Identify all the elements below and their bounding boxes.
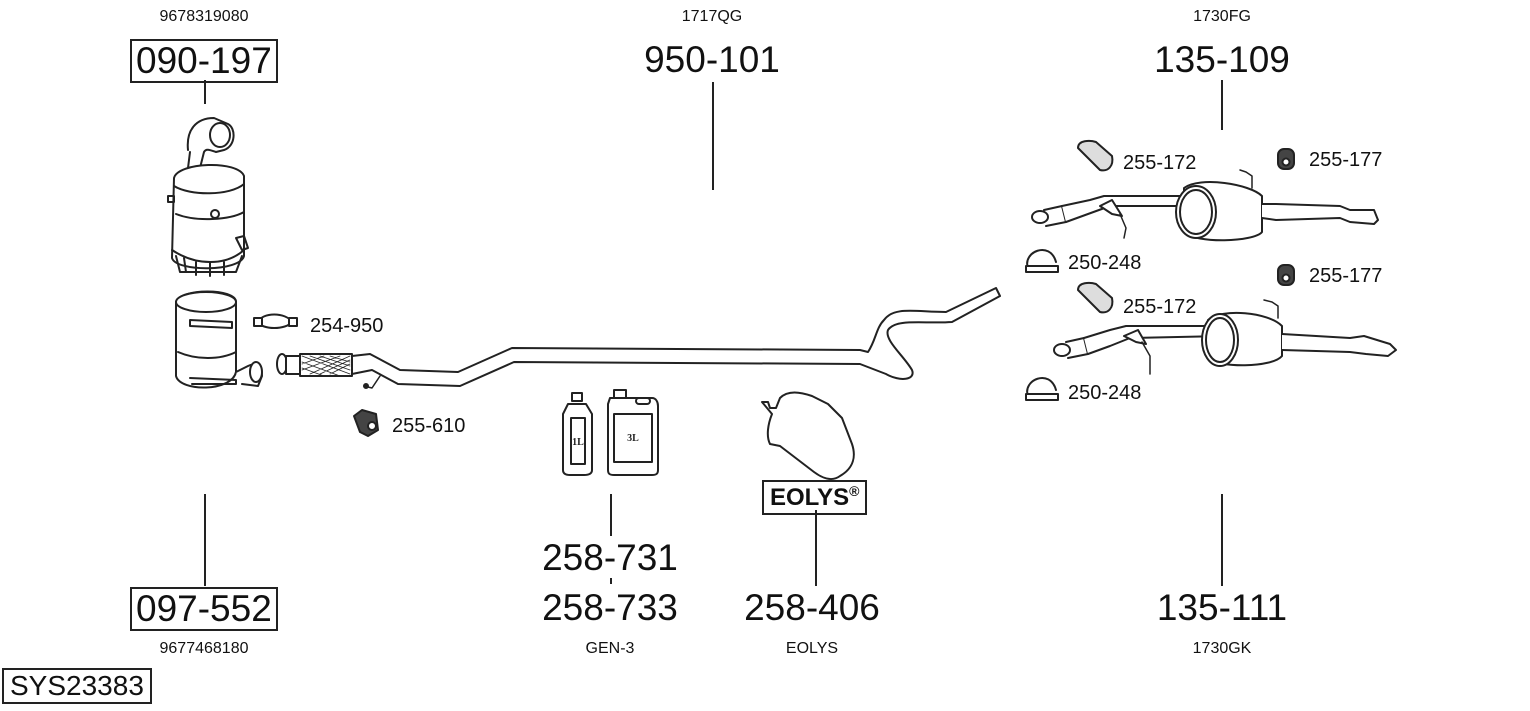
part-number-950-101[interactable]: 950-101: [644, 39, 780, 80]
accessory-255-172-bottom[interactable]: 255-172: [1123, 296, 1197, 318]
clamp-250-248-top-drawing: [1026, 250, 1058, 272]
system-id: SYS23383: [2, 668, 152, 705]
rear-silencer-bottom-drawing: [1054, 300, 1396, 374]
registered-mark: ®: [849, 483, 860, 499]
part-number-090-197[interactable]: 090-197: [130, 39, 278, 83]
oem-number-1730gk: 1730GK: [1192, 640, 1252, 657]
rear-silencer-top-drawing: [1032, 170, 1378, 240]
caption-gen-3: GEN-3: [585, 640, 635, 657]
clamp-254-950-drawing: [254, 315, 297, 329]
accessory-250-248-bottom[interactable]: 250-248: [1068, 382, 1142, 404]
leader-line-090-197: [204, 80, 206, 104]
rubber-255-177-bottom-drawing: [1278, 265, 1294, 285]
part-number-097-552[interactable]: 097-552: [130, 587, 278, 631]
leader-line-258-406: [815, 510, 817, 586]
leader-line-258-733: [610, 578, 612, 584]
eolys-badge: EOLYS®: [762, 480, 868, 516]
part-number-258-733[interactable]: 258-733: [542, 587, 678, 628]
eolys-badge-text: EOLYS: [770, 484, 850, 511]
rubber-255-177-top-drawing: [1278, 149, 1294, 169]
center-pipe-drawing: [277, 288, 1000, 388]
rubber-mount-255-610-drawing: [354, 410, 378, 436]
accessory-255-172-top[interactable]: 255-172: [1123, 152, 1197, 174]
part-number-258-731[interactable]: 258-731: [542, 537, 678, 578]
leader-line-258-731: [610, 494, 612, 536]
leader-line-135-109: [1221, 80, 1223, 130]
caption-eolys: EOLYS: [785, 640, 839, 657]
accessory-255-177-top[interactable]: 255-177: [1309, 149, 1383, 171]
bracket-255-172-bottom-drawing: [1078, 283, 1112, 312]
leader-line-950-101: [712, 82, 714, 190]
part-number-258-406[interactable]: 258-406: [744, 587, 880, 628]
bracket-255-172-top-drawing: [1078, 141, 1112, 170]
oem-number-9678319080: 9678319080: [159, 8, 249, 25]
gen3-bottles-drawing: 1L 3L: [563, 390, 658, 475]
oem-number-1730fg: 1730FG: [1193, 8, 1251, 25]
eolys-bag-drawing: [762, 393, 854, 479]
accessory-255-610[interactable]: 255-610: [392, 415, 466, 437]
part-number-135-109[interactable]: 135-109: [1154, 39, 1290, 80]
oem-number-1717qg: 1717QG: [681, 8, 743, 25]
accessory-250-248-top[interactable]: 250-248: [1068, 252, 1142, 274]
part-number-135-111[interactable]: 135-111: [1156, 587, 1288, 628]
dpf-bottom-drawing: [176, 292, 262, 388]
leader-line-135-111: [1221, 494, 1223, 586]
leader-line-097-552: [204, 494, 206, 586]
accessory-254-950[interactable]: 254-950: [310, 315, 384, 337]
bottle-1l-label: 1L: [572, 437, 584, 448]
oem-number-9677468180: 9677468180: [159, 640, 249, 657]
accessory-255-177-bottom[interactable]: 255-177: [1309, 265, 1383, 287]
dpf-top-drawing: [168, 118, 248, 276]
clamp-250-248-bottom-drawing: [1026, 378, 1058, 400]
bottle-3l-label: 3L: [627, 433, 639, 444]
